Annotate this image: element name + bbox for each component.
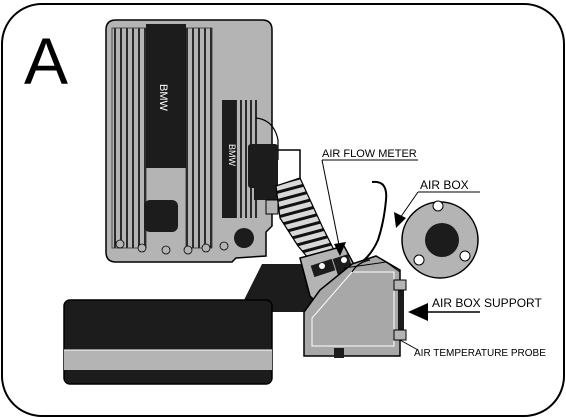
label-air-temperature-probe: AIR TEMPERATURE PROBE <box>414 348 546 359</box>
engine-bolt <box>234 228 254 248</box>
label-air-box: AIR BOX <box>420 178 469 192</box>
engine-cover-panel <box>146 24 186 168</box>
leader-lines <box>321 159 480 351</box>
radiator-panel <box>63 299 273 385</box>
air-box-endcap <box>401 200 479 279</box>
leader-arrowheads <box>334 212 480 321</box>
label-air-flow-meter: AIR FLOW METER <box>322 148 417 160</box>
panel-letter: A <box>24 24 68 98</box>
sensor-cable <box>355 180 388 267</box>
engine-connector <box>248 144 301 215</box>
air-box <box>303 255 401 358</box>
engine-brand-top: BMW <box>157 84 169 112</box>
engine-block: BMW BMW <box>105 19 279 263</box>
label-air-box-support: AIR BOX SUPPORT <box>432 296 542 310</box>
oil-filler-cap <box>144 200 178 232</box>
engine-brand-side: BMW <box>227 144 237 167</box>
